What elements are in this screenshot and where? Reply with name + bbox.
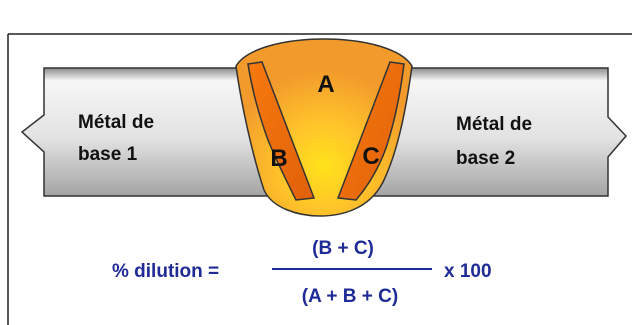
formula-numerator: (B + C) — [312, 238, 374, 259]
base-metal-plate-right — [373, 67, 628, 197]
fusion-zone-b — [247, 61, 316, 201]
zone-label-b: B — [270, 145, 287, 172]
right-plate-label-line1: Métal de — [456, 114, 532, 135]
dilution-formula: % dilution = (B + C) (A + B + C) x 100 — [112, 238, 492, 307]
right-plate-label-line2: base 2 — [456, 148, 515, 169]
formula-denominator: (A + B + C) — [302, 286, 398, 307]
formula-lhs: % dilution = — [112, 261, 219, 282]
formula-multiplier: x 100 — [444, 261, 492, 282]
frame — [7, 33, 632, 325]
left-plate-label-line1: Métal de — [78, 112, 154, 133]
fusion-zone-c — [336, 61, 405, 201]
left-plate-label-line2: base 1 — [78, 144, 138, 165]
zone-label-c: C — [362, 143, 379, 170]
zone-label-a: A — [317, 71, 334, 98]
